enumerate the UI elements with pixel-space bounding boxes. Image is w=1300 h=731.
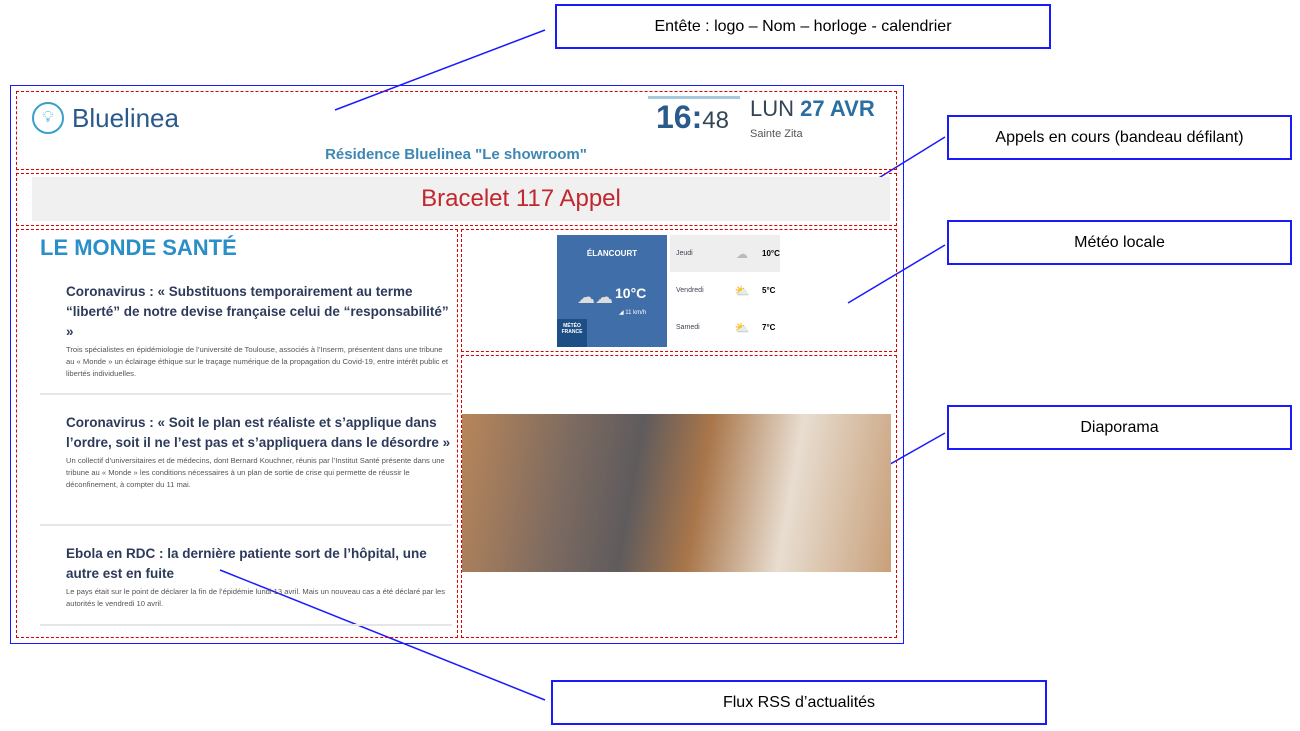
slideshow-photo xyxy=(462,414,891,572)
callout-header: Entête : logo – Nom – horloge - calendri… xyxy=(555,4,1051,49)
article-summary: Trois spécialistes en épidémiologie de l… xyxy=(66,345,449,378)
weather-city: ÉLANCOURT xyxy=(586,249,638,258)
forecast-day: Vendredi xyxy=(676,287,704,294)
article-title[interactable]: Coronavirus : « Substituons temporaireme… xyxy=(66,284,449,339)
forecast-row: Samedi ⛅ 7°C xyxy=(670,309,780,346)
forecast-temp: 5°C xyxy=(762,286,776,295)
logo-text: Bluelinea xyxy=(72,102,179,133)
current-weather: ÉLANCOURT ☁☁ 10°C ◢ 11 km/h MÉTÉO FRANCE xyxy=(557,235,667,347)
header-zone xyxy=(16,91,897,170)
screen-frame xyxy=(10,85,904,644)
news-title: LE MONDE SANTÉ xyxy=(40,235,237,260)
forecast-row: Vendredi ⛅ 5°C xyxy=(670,272,780,309)
day: LUN xyxy=(750,96,795,121)
saint-of-day: Sainte Zita xyxy=(750,128,803,140)
clock-minutes: 48 xyxy=(702,107,729,134)
sun-cloud-icon: ⛅ xyxy=(734,320,750,335)
forecast-day: Jeudi xyxy=(676,250,693,257)
callout-rss: Flux RSS d’actualités xyxy=(551,680,1047,725)
meteo-france-logo: MÉTÉO FRANCE xyxy=(557,319,587,347)
forecast-day: Samedi xyxy=(676,324,700,331)
forecast-row: Jeudi ☁ 10°C xyxy=(670,235,780,272)
callout-slideshow: Diaporama xyxy=(947,405,1292,450)
calendar-date: LUN 27 AVR xyxy=(750,96,875,122)
clock-sep: : xyxy=(691,99,703,135)
cloud-icon: ☁ xyxy=(736,246,748,261)
news-article[interactable]: Coronavirus : « Soit le plan est réalist… xyxy=(40,413,452,526)
clock-hours: 16 xyxy=(656,99,692,135)
wind-icon: ◢ xyxy=(619,310,626,316)
date: 27 AVR xyxy=(800,96,875,121)
clock: 16:48 xyxy=(648,96,740,140)
forecast-temp: 10°C xyxy=(762,249,780,258)
article-title[interactable]: Coronavirus : « Soit le plan est réalist… xyxy=(66,415,451,450)
wind-speed: 11 km/h xyxy=(625,310,647,316)
current-temp: 10°C xyxy=(615,285,647,301)
bulb-icon: 💡︎ xyxy=(32,102,64,134)
weather-zone xyxy=(461,229,897,352)
article-summary: Un collectif d’universitaires et de méde… xyxy=(66,456,445,489)
wind: ◢ 11 km/h xyxy=(619,309,646,316)
news-article[interactable]: Coronavirus : « Substituons temporaireme… xyxy=(40,282,452,395)
callout-weather: Météo locale xyxy=(947,220,1292,265)
forecast-temp: 7°C xyxy=(762,323,776,332)
cloud-icon: ☁☁ xyxy=(577,287,613,307)
article-summary: Le pays était sur le point de déclarer l… xyxy=(66,587,446,608)
slideshow-zone xyxy=(461,355,897,638)
ticker-text: Bracelet 117 Appel xyxy=(421,185,621,212)
news-zone xyxy=(16,229,458,638)
residence-name: Résidence Bluelinea "Le showroom" xyxy=(325,146,587,163)
logo: 💡︎ Bluelinea xyxy=(32,102,179,134)
sun-cloud-icon: ⛅ xyxy=(734,283,750,298)
ticker-zone xyxy=(16,173,897,226)
calls-ticker: Bracelet 117 Appel xyxy=(32,177,890,221)
article-title[interactable]: Ebola en RDC : la dernière patiente sort… xyxy=(66,546,427,581)
news-article[interactable]: Ebola en RDC : la dernière patiente sort… xyxy=(40,544,452,626)
callout-calls: Appels en cours (bandeau défilant) xyxy=(947,115,1292,160)
